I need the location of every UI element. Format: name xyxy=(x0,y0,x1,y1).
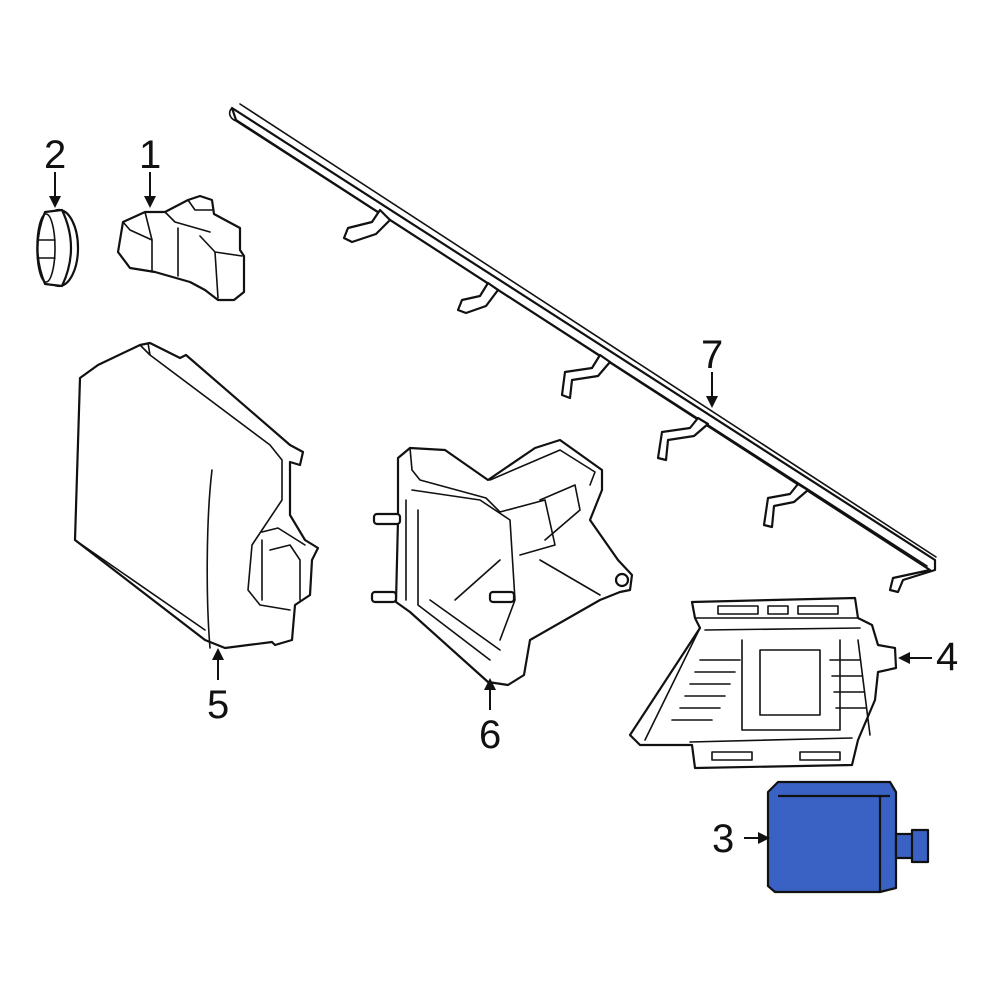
part-6-bracket[interactable] xyxy=(370,438,634,687)
part-7-wiring-harness[interactable] xyxy=(228,103,937,594)
callout-6: 6 xyxy=(479,713,501,757)
callout-1: 1 xyxy=(139,133,161,177)
part-4-radar-mount[interactable] xyxy=(628,596,898,770)
radar-sensor-body xyxy=(766,780,898,894)
part-3-radar-sensor[interactable] xyxy=(766,780,930,894)
callout-2: 2 xyxy=(44,133,66,177)
callout-arrows xyxy=(49,172,932,844)
callout-5: 5 xyxy=(207,683,229,727)
callout-4: 4 xyxy=(936,635,958,679)
callout-3: 3 xyxy=(712,817,734,861)
part-2-bezel-ring[interactable] xyxy=(36,208,80,288)
part-1-park-sensor[interactable] xyxy=(116,194,246,302)
callout-7: 7 xyxy=(701,333,723,377)
part-5-control-module[interactable] xyxy=(73,341,320,650)
